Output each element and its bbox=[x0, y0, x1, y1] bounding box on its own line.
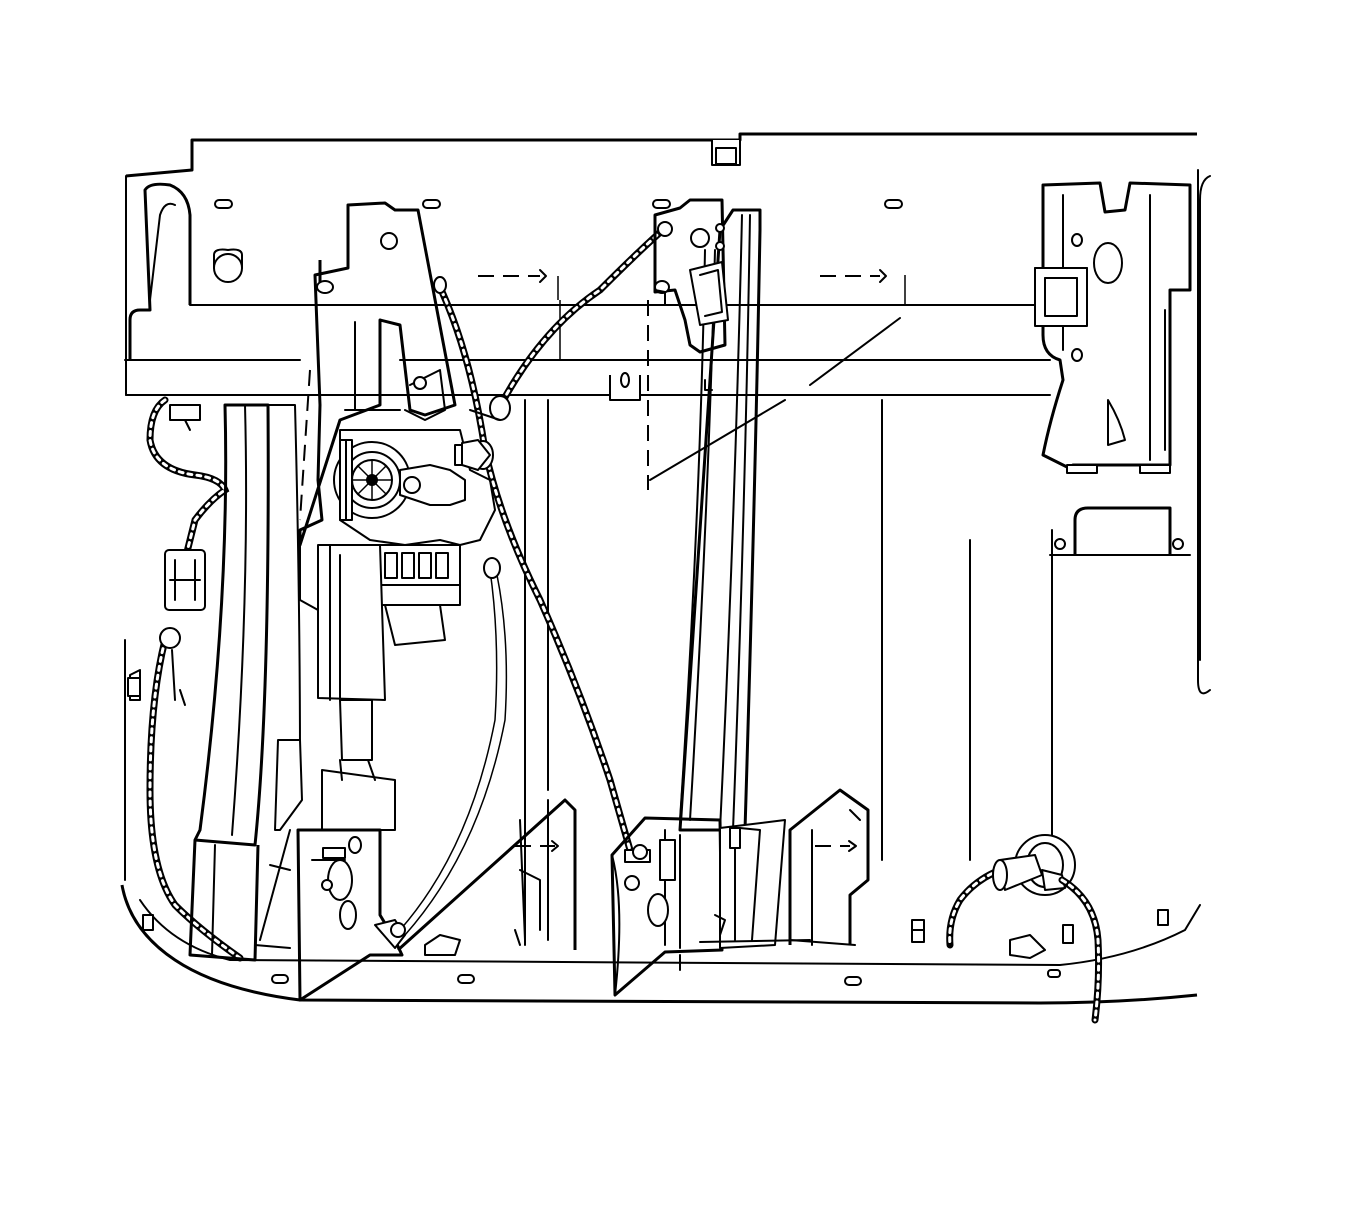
latch-bracket bbox=[1034, 181, 1192, 556]
panel-verticals bbox=[524, 317, 1053, 946]
right-lower-bracket bbox=[699, 788, 925, 946]
regulator-motor bbox=[298, 201, 496, 831]
speaker-wire-connector bbox=[142, 834, 1169, 1024]
rear-glass-channel bbox=[188, 403, 303, 962]
rear-lower-bracket bbox=[259, 828, 406, 1002]
left-upper-bracket bbox=[128, 182, 243, 360]
center-lower-stiffener bbox=[396, 798, 577, 956]
regulator-cable bbox=[390, 224, 669, 938]
front-guide-rail bbox=[609, 198, 762, 832]
upper-rail bbox=[124, 140, 1051, 361]
panel-slots bbox=[214, 199, 1061, 986]
door-inner-panel bbox=[120, 132, 1211, 1005]
front-lower-bracket bbox=[610, 816, 786, 997]
dashed-arrows bbox=[299, 269, 887, 852]
left-wire-harness bbox=[127, 396, 244, 962]
